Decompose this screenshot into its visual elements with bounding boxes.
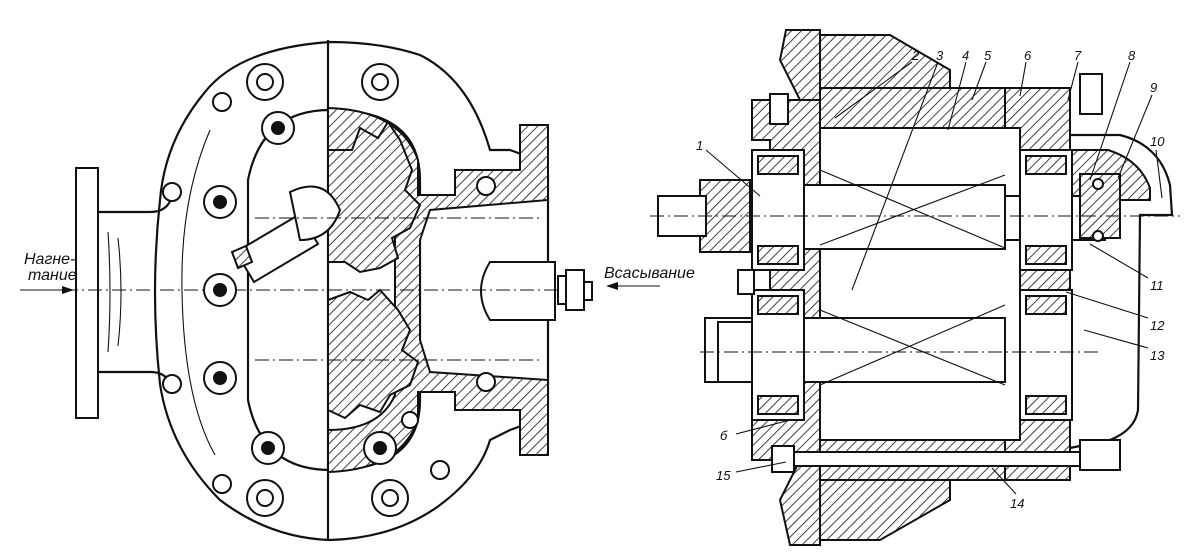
discharge-label-line1: Нагне-	[24, 251, 75, 268]
pump-front-view: Нагне- тание Всасывание	[20, 40, 695, 542]
callout-10: 10	[1150, 134, 1165, 149]
callout-6: 6	[1024, 48, 1032, 63]
callout-8: 8	[1128, 48, 1136, 63]
discharge-pipe	[98, 195, 174, 389]
callout-9: 9	[1150, 80, 1157, 95]
discharge-flange	[75, 167, 99, 419]
callout-1: 1	[696, 138, 703, 153]
callout-13: 13	[1150, 348, 1165, 363]
callout-2: 2	[911, 48, 920, 63]
callout-12: 12	[1150, 318, 1165, 333]
suction-arrow	[606, 282, 660, 290]
discharge-arrow	[20, 286, 74, 294]
pump-side-section: 1 2 3 4 5 6 7 8 9 10 11 12 13 б 15 14	[650, 29, 1180, 546]
callout-15: 15	[716, 468, 731, 483]
suction-label: Всасывание	[604, 265, 695, 282]
callout-7: 7	[1074, 48, 1082, 63]
suction-plug-nut	[557, 269, 593, 311]
callout-14: 14	[1010, 496, 1024, 511]
callout-11: 11	[1150, 278, 1164, 293]
housing-bolts	[162, 63, 496, 517]
callout-leaders	[705, 61, 1163, 495]
bearings	[751, 149, 1073, 421]
lower-gear	[327, 288, 420, 420]
callout-3: 3	[936, 48, 944, 63]
callout-b: б	[720, 428, 728, 443]
discharge-label-line2: тание	[28, 267, 77, 284]
pump-housing-outline	[153, 40, 550, 542]
drive-shaft	[230, 185, 342, 284]
callout-5: 5	[984, 48, 992, 63]
upper-gear	[327, 120, 422, 274]
callout-4: 4	[962, 48, 969, 63]
